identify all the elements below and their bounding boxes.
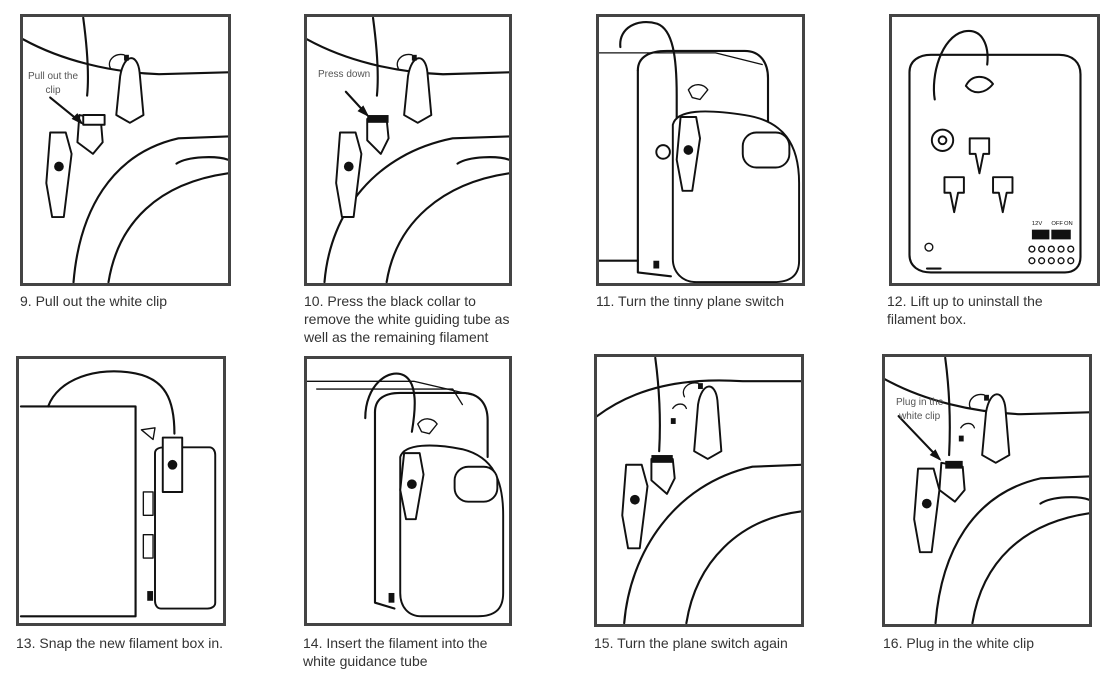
caption-text: 11. Turn the tinny plane switch — [596, 293, 785, 309]
caption-line: well as the remaining filament — [304, 329, 489, 345]
caption-text: 15. Turn the plane switch again — [594, 635, 788, 651]
caption-line: filament box. — [887, 311, 967, 327]
step-9-illustration — [20, 14, 231, 286]
caption-text: 16. Plug in the white clip — [883, 635, 1034, 651]
step-16-callout: Plug in the white clip — [896, 396, 943, 424]
step-15-illustration — [594, 354, 804, 627]
caption-line: 14. Insert the filament into the — [303, 635, 488, 651]
switch-label-on: ON — [1064, 221, 1073, 227]
switch-label-12v: 12V — [1032, 221, 1042, 227]
step-12-caption: 12. Lift up to uninstall the filament bo… — [887, 292, 1043, 328]
caption-text: 9. Pull out the white clip — [20, 293, 168, 309]
step-13-caption: 13. Snap the new filament box in. — [16, 634, 223, 652]
step-10-illustration — [304, 14, 512, 286]
callout-line: clip — [45, 85, 61, 96]
step-14-caption: 14. Insert the filament into the white g… — [303, 634, 487, 670]
caption-line: 12. Lift up to uninstall the — [887, 293, 1043, 309]
step-11-illustration — [596, 14, 805, 286]
switch-label-off: OFF — [1051, 221, 1063, 227]
step-10-caption: 10. Press the black collar to remove the… — [304, 292, 509, 346]
caption-line: 10. Press the black collar to — [304, 293, 476, 309]
callout-line: white clip — [899, 411, 941, 422]
callout-line: Press down — [318, 69, 371, 80]
step-10-callout: Press down — [318, 68, 370, 82]
step-16-illustration — [882, 354, 1092, 627]
step-16-caption: 16. Plug in the white clip — [883, 634, 1034, 652]
callout-line: Pull out the — [28, 71, 79, 82]
step-11-caption: 11. Turn the tinny plane switch — [596, 292, 784, 310]
step-9-callout: Pull out the clip — [28, 70, 78, 98]
step-15-caption: 15. Turn the plane switch again — [594, 634, 788, 652]
caption-line: remove the white guiding tube as — [304, 311, 510, 327]
callout-line: Plug in the — [896, 397, 944, 408]
step-9-caption: 9. Pull out the white clip — [20, 292, 167, 310]
caption-text: 13. Snap the new filament box in. — [16, 635, 224, 651]
step-14-illustration — [304, 356, 512, 626]
caption-line: white guidance tube — [303, 653, 428, 669]
step-12-illustration: 12V OFF ON — [889, 14, 1100, 286]
step-13-illustration — [16, 356, 226, 626]
